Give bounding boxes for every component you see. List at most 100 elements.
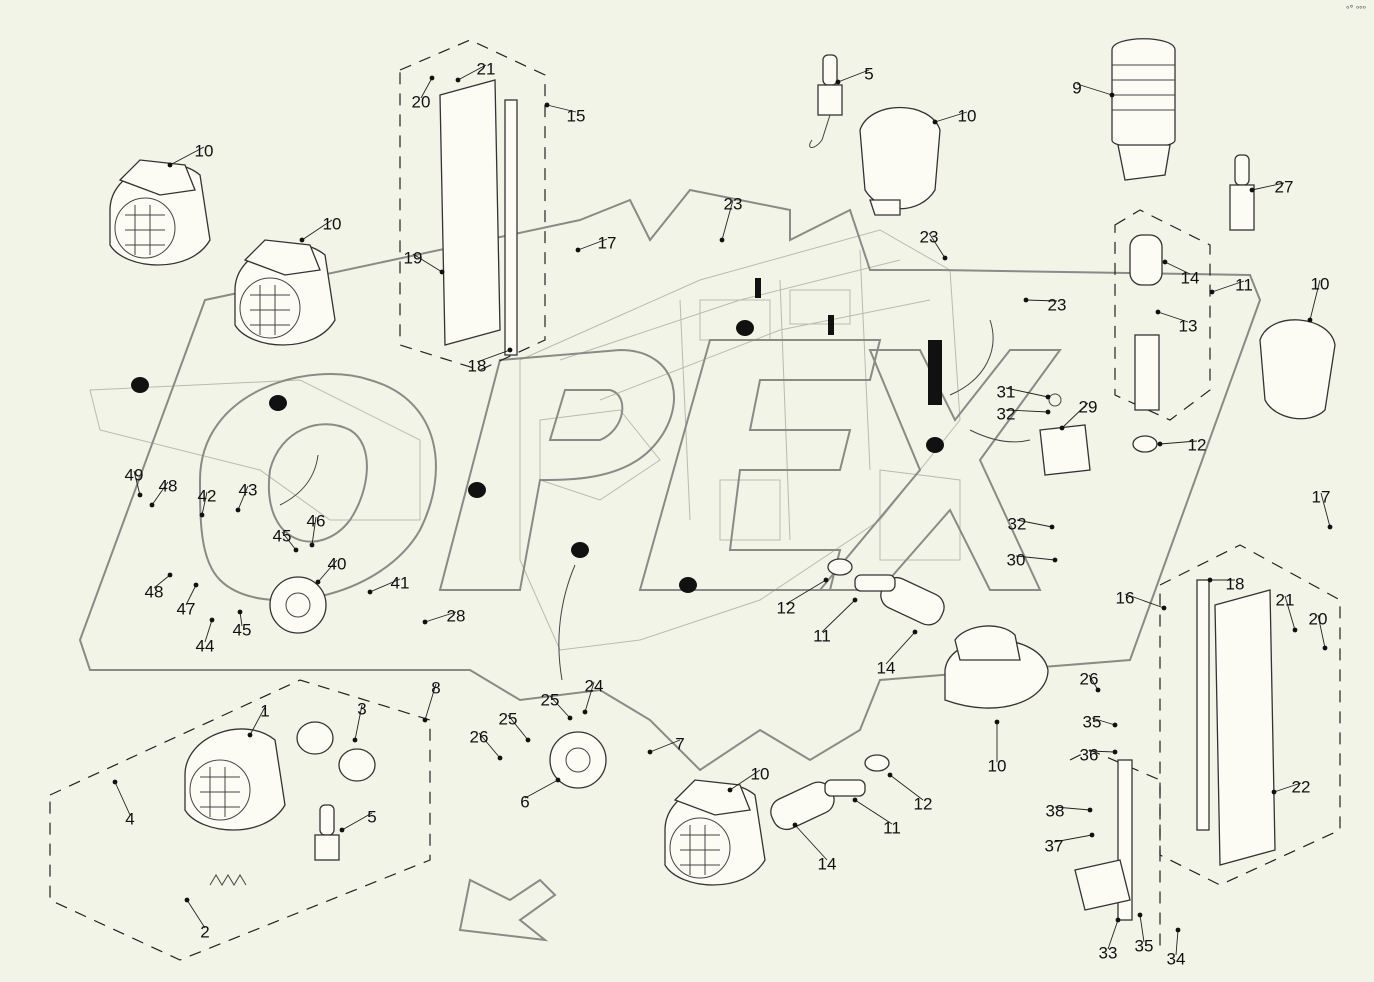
leader-dot	[507, 347, 513, 353]
callout-number: 5	[367, 807, 376, 826]
callout-number: 5	[864, 64, 873, 83]
mounting-rod-icon	[1074, 759, 1133, 921]
frame-outline	[78, 188, 1262, 772]
mirror-panel-22	[1196, 579, 1276, 866]
callout-number: 19	[404, 248, 423, 267]
leader-dot	[352, 737, 358, 743]
bulb-icon	[1229, 154, 1255, 231]
leader-dot	[1271, 789, 1277, 795]
leader-dot	[199, 512, 205, 518]
leader-dot	[455, 77, 461, 83]
leader-line	[478, 732, 501, 759]
callout-number: 28	[447, 606, 466, 625]
leader-dot	[149, 502, 155, 508]
leader-line	[785, 579, 827, 605]
washer-icon	[864, 754, 890, 772]
leader-dot	[429, 75, 435, 81]
leader-dot	[1249, 187, 1255, 193]
leader-line	[1088, 674, 1099, 691]
callout-number: 48	[145, 582, 164, 601]
callout-number: 16	[1116, 588, 1135, 607]
group-8-box	[49, 679, 431, 961]
leader-line	[1005, 409, 1049, 413]
leader-line	[1211, 280, 1245, 293]
leader-dot	[209, 617, 215, 623]
callout-number: 21	[477, 59, 496, 78]
leader-line	[341, 812, 373, 831]
callout-number: 21	[1276, 590, 1295, 609]
callout-number: 4	[125, 809, 134, 828]
leader-line	[424, 611, 457, 623]
leader-dot	[727, 787, 733, 793]
leader-line	[186, 899, 206, 929]
bulb-icon	[809, 54, 843, 148]
leader-dot	[575, 247, 581, 253]
callout-number: 18	[468, 356, 487, 375]
washer-icon	[1132, 435, 1158, 453]
leader-dot	[1322, 645, 1328, 651]
leader-line	[885, 631, 916, 665]
leader-dot	[112, 779, 118, 785]
leader-line	[854, 799, 893, 825]
leader-line	[151, 481, 169, 506]
leader-line	[301, 219, 333, 241]
callout-number: 41	[391, 573, 410, 592]
leader-dot	[1207, 577, 1213, 583]
leader-dot	[1023, 297, 1029, 303]
leader-line	[546, 104, 577, 113]
leader-dot	[887, 772, 893, 778]
callout-number: 11	[1235, 275, 1253, 294]
leader-dot	[647, 749, 653, 755]
callout-number: 10	[751, 764, 770, 783]
leader-line	[424, 683, 437, 721]
callout-labels: 1234556789101010101010111111121212131414…	[125, 59, 1331, 968]
leader-line	[1015, 555, 1056, 561]
leader-line	[201, 491, 208, 516]
leader-line	[721, 199, 734, 241]
leader-line	[821, 599, 856, 633]
leader-dot	[1112, 749, 1118, 755]
callout-number: 45	[273, 526, 292, 545]
callout-number: 33	[1099, 943, 1118, 962]
callout-number: 6	[520, 792, 529, 811]
cover-cap-icon	[296, 721, 376, 782]
connector-marks	[131, 278, 944, 593]
leader-line	[1251, 182, 1285, 191]
callout-number: 17	[598, 233, 617, 252]
headlight-icon	[109, 159, 211, 266]
leader-dot	[852, 797, 858, 803]
leader-line	[1124, 593, 1165, 609]
horn-icon	[549, 731, 607, 789]
leader-dot	[184, 897, 190, 903]
callout-number: 10	[1311, 274, 1330, 293]
leader-line	[1088, 750, 1116, 753]
callout-number: 35	[1135, 936, 1154, 955]
callout-number: 43	[239, 480, 258, 499]
leader-line	[476, 349, 511, 363]
group-15-box	[399, 39, 546, 371]
leader-dot	[1052, 557, 1058, 563]
leader-dot	[193, 582, 199, 588]
leader-dot	[293, 547, 299, 553]
leader-line	[934, 111, 968, 123]
leader-dot	[1292, 627, 1298, 633]
callout-number: 14	[818, 854, 837, 873]
leader-line	[412, 253, 443, 273]
callout-number: 24	[585, 676, 604, 695]
callout-number: 49	[125, 465, 144, 484]
leader-line	[281, 531, 297, 551]
leader-line	[794, 824, 828, 861]
callout-number: 12	[777, 598, 796, 617]
leader-dot	[497, 755, 503, 761]
leader-line	[524, 779, 559, 799]
leader-dot	[1045, 394, 1051, 400]
group-11-box	[1114, 209, 1211, 421]
callout-number: 7	[675, 734, 684, 753]
leader-lines	[112, 64, 1333, 956]
callout-number: 11	[813, 626, 831, 645]
callout-number: 9	[1072, 78, 1081, 97]
callout-number: 37	[1045, 836, 1064, 855]
work-lamp-icon	[859, 106, 941, 216]
leader-line	[649, 739, 681, 753]
